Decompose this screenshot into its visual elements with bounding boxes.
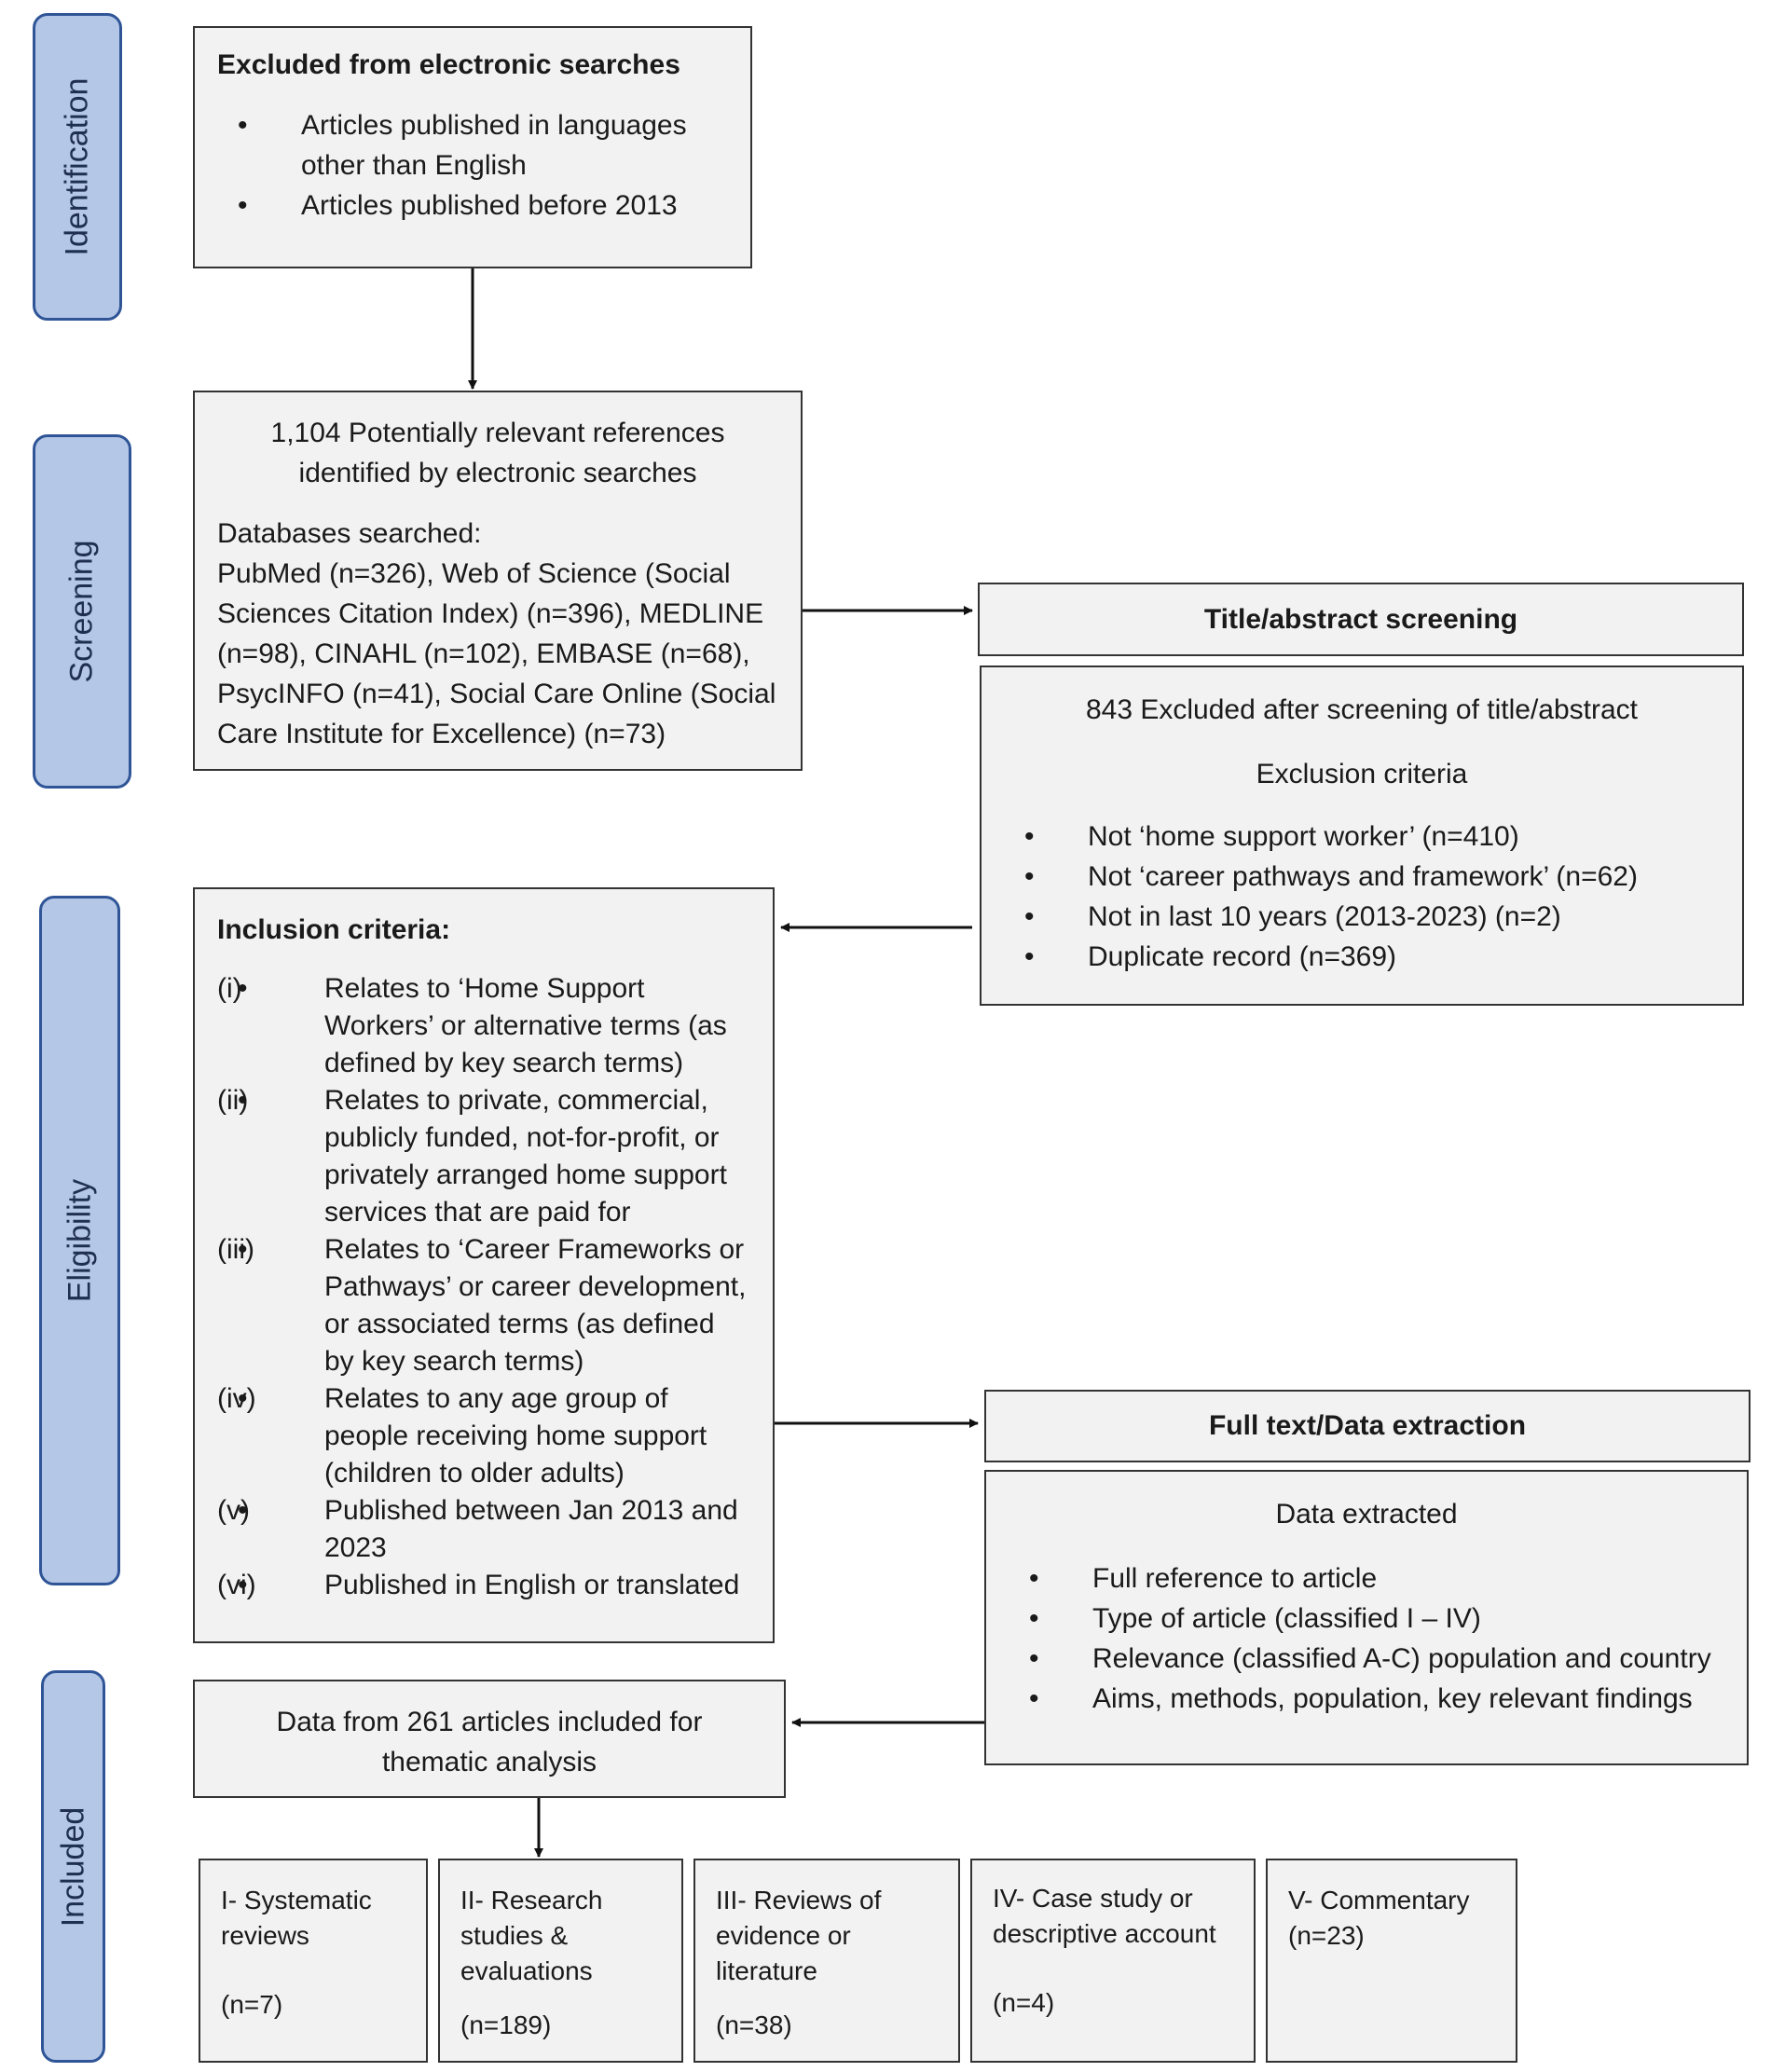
inclusion-item: (iii)Relates to ‘Career Frameworks or Pa…: [217, 1231, 750, 1380]
inclusion-criteria-box: Inclusion criteria: (i)Relates to ‘Home …: [193, 887, 775, 1643]
extraction-item: Aims, methods, population, key relevant …: [1009, 1679, 1724, 1719]
category-box-research: II- Research studies & evaluations (n=18…: [438, 1859, 683, 2063]
category-box-commentary: V- Commentary (n=23): [1266, 1859, 1517, 2063]
extraction-item: Relevance (classified A-C) population an…: [1009, 1639, 1724, 1679]
category-count: (n=189): [460, 2010, 552, 2039]
category-count: (n=4): [993, 1988, 1055, 2017]
references-headline: 1,104 Potentially relevant references id…: [270, 418, 725, 488]
included-text: Data from 261 articles included for them…: [276, 1707, 703, 1777]
inclusion-item: (iv)Relates to any age group of people r…: [217, 1380, 750, 1492]
included-articles-box: Data from 261 articles included for them…: [193, 1680, 786, 1798]
category-box-case-study: IV- Case study or descriptive account (n…: [970, 1859, 1256, 2063]
excluded-searches-box: Excluded from electronic searches Articl…: [193, 26, 752, 268]
box-title: Excluded from electronic searches: [217, 49, 680, 80]
references-box: 1,104 Potentially relevant references id…: [193, 391, 803, 771]
stage-tab-identification: Identification: [33, 13, 122, 321]
category-label: V- Commentary: [1288, 1886, 1470, 1914]
title-screening-header: Title/abstract screening: [978, 583, 1744, 656]
header-label: Full text/Data extraction: [1208, 1410, 1527, 1441]
inclusion-item: (i)Relates to ‘Home Support Workers’ or …: [217, 970, 750, 1082]
full-text-header: Full text/Data extraction: [984, 1390, 1750, 1462]
databases-label: Databases searched:: [217, 518, 482, 549]
exclusion-item: Articles published in languages other th…: [217, 105, 709, 185]
screening-exclusions-box: 843 Excluded after screening of title/ab…: [980, 666, 1744, 1006]
excluded-count: 843 Excluded after screening of title/ab…: [1085, 694, 1638, 725]
inclusion-item: (vi)Published in English or translated: [217, 1567, 750, 1604]
category-label: II- Research studies & evaluations: [460, 1886, 603, 1985]
exclusion-item: Duplicate record (n=369): [1004, 937, 1720, 977]
stage-tab-screening: Screening: [33, 434, 131, 789]
inclusion-item: (ii)Relates to private, commercial, publ…: [217, 1082, 750, 1231]
extraction-item: Full reference to article: [1009, 1558, 1724, 1599]
exclusion-item: Not ‘career pathways and framework’ (n=6…: [1004, 857, 1720, 897]
category-box-systematic: I- Systematic reviews (n=7): [199, 1859, 428, 2063]
data-extracted-box: Data extracted Full reference to article…: [984, 1470, 1749, 1765]
inclusion-title: Inclusion criteria:: [217, 914, 451, 945]
stage-tab-included: Included: [41, 1670, 105, 2063]
data-extracted-label: Data extracted: [1275, 1499, 1458, 1530]
category-count: (n=38): [716, 2010, 792, 2039]
category-box-reviews: III- Reviews of evidence or literature (…: [693, 1859, 960, 2063]
header-label: Title/abstract screening: [1203, 604, 1518, 635]
category-label: IV- Case study or descriptive account: [993, 1884, 1216, 1948]
inclusion-item: (v)Published between Jan 2013 and 2023: [217, 1492, 750, 1567]
exclusion-item: Not ‘home support worker’ (n=410): [1004, 816, 1720, 857]
category-label: III- Reviews of evidence or literature: [716, 1886, 882, 1985]
category-count: (n=7): [221, 1990, 283, 2019]
category-label: I- Systematic reviews: [221, 1886, 372, 1950]
extraction-item: Type of article (classified I – IV): [1009, 1599, 1724, 1639]
category-count: (n=23): [1288, 1921, 1365, 1950]
exclusion-item: Not in last 10 years (2013-2023) (n=2): [1004, 897, 1720, 937]
exclusion-item: Articles published before 2013: [217, 185, 709, 226]
stage-tab-eligibility: Eligibility: [39, 896, 120, 1585]
exclusion-criteria-label: Exclusion criteria: [1256, 759, 1468, 789]
databases-text: PubMed (n=326), Web of Science (Social S…: [217, 558, 776, 749]
